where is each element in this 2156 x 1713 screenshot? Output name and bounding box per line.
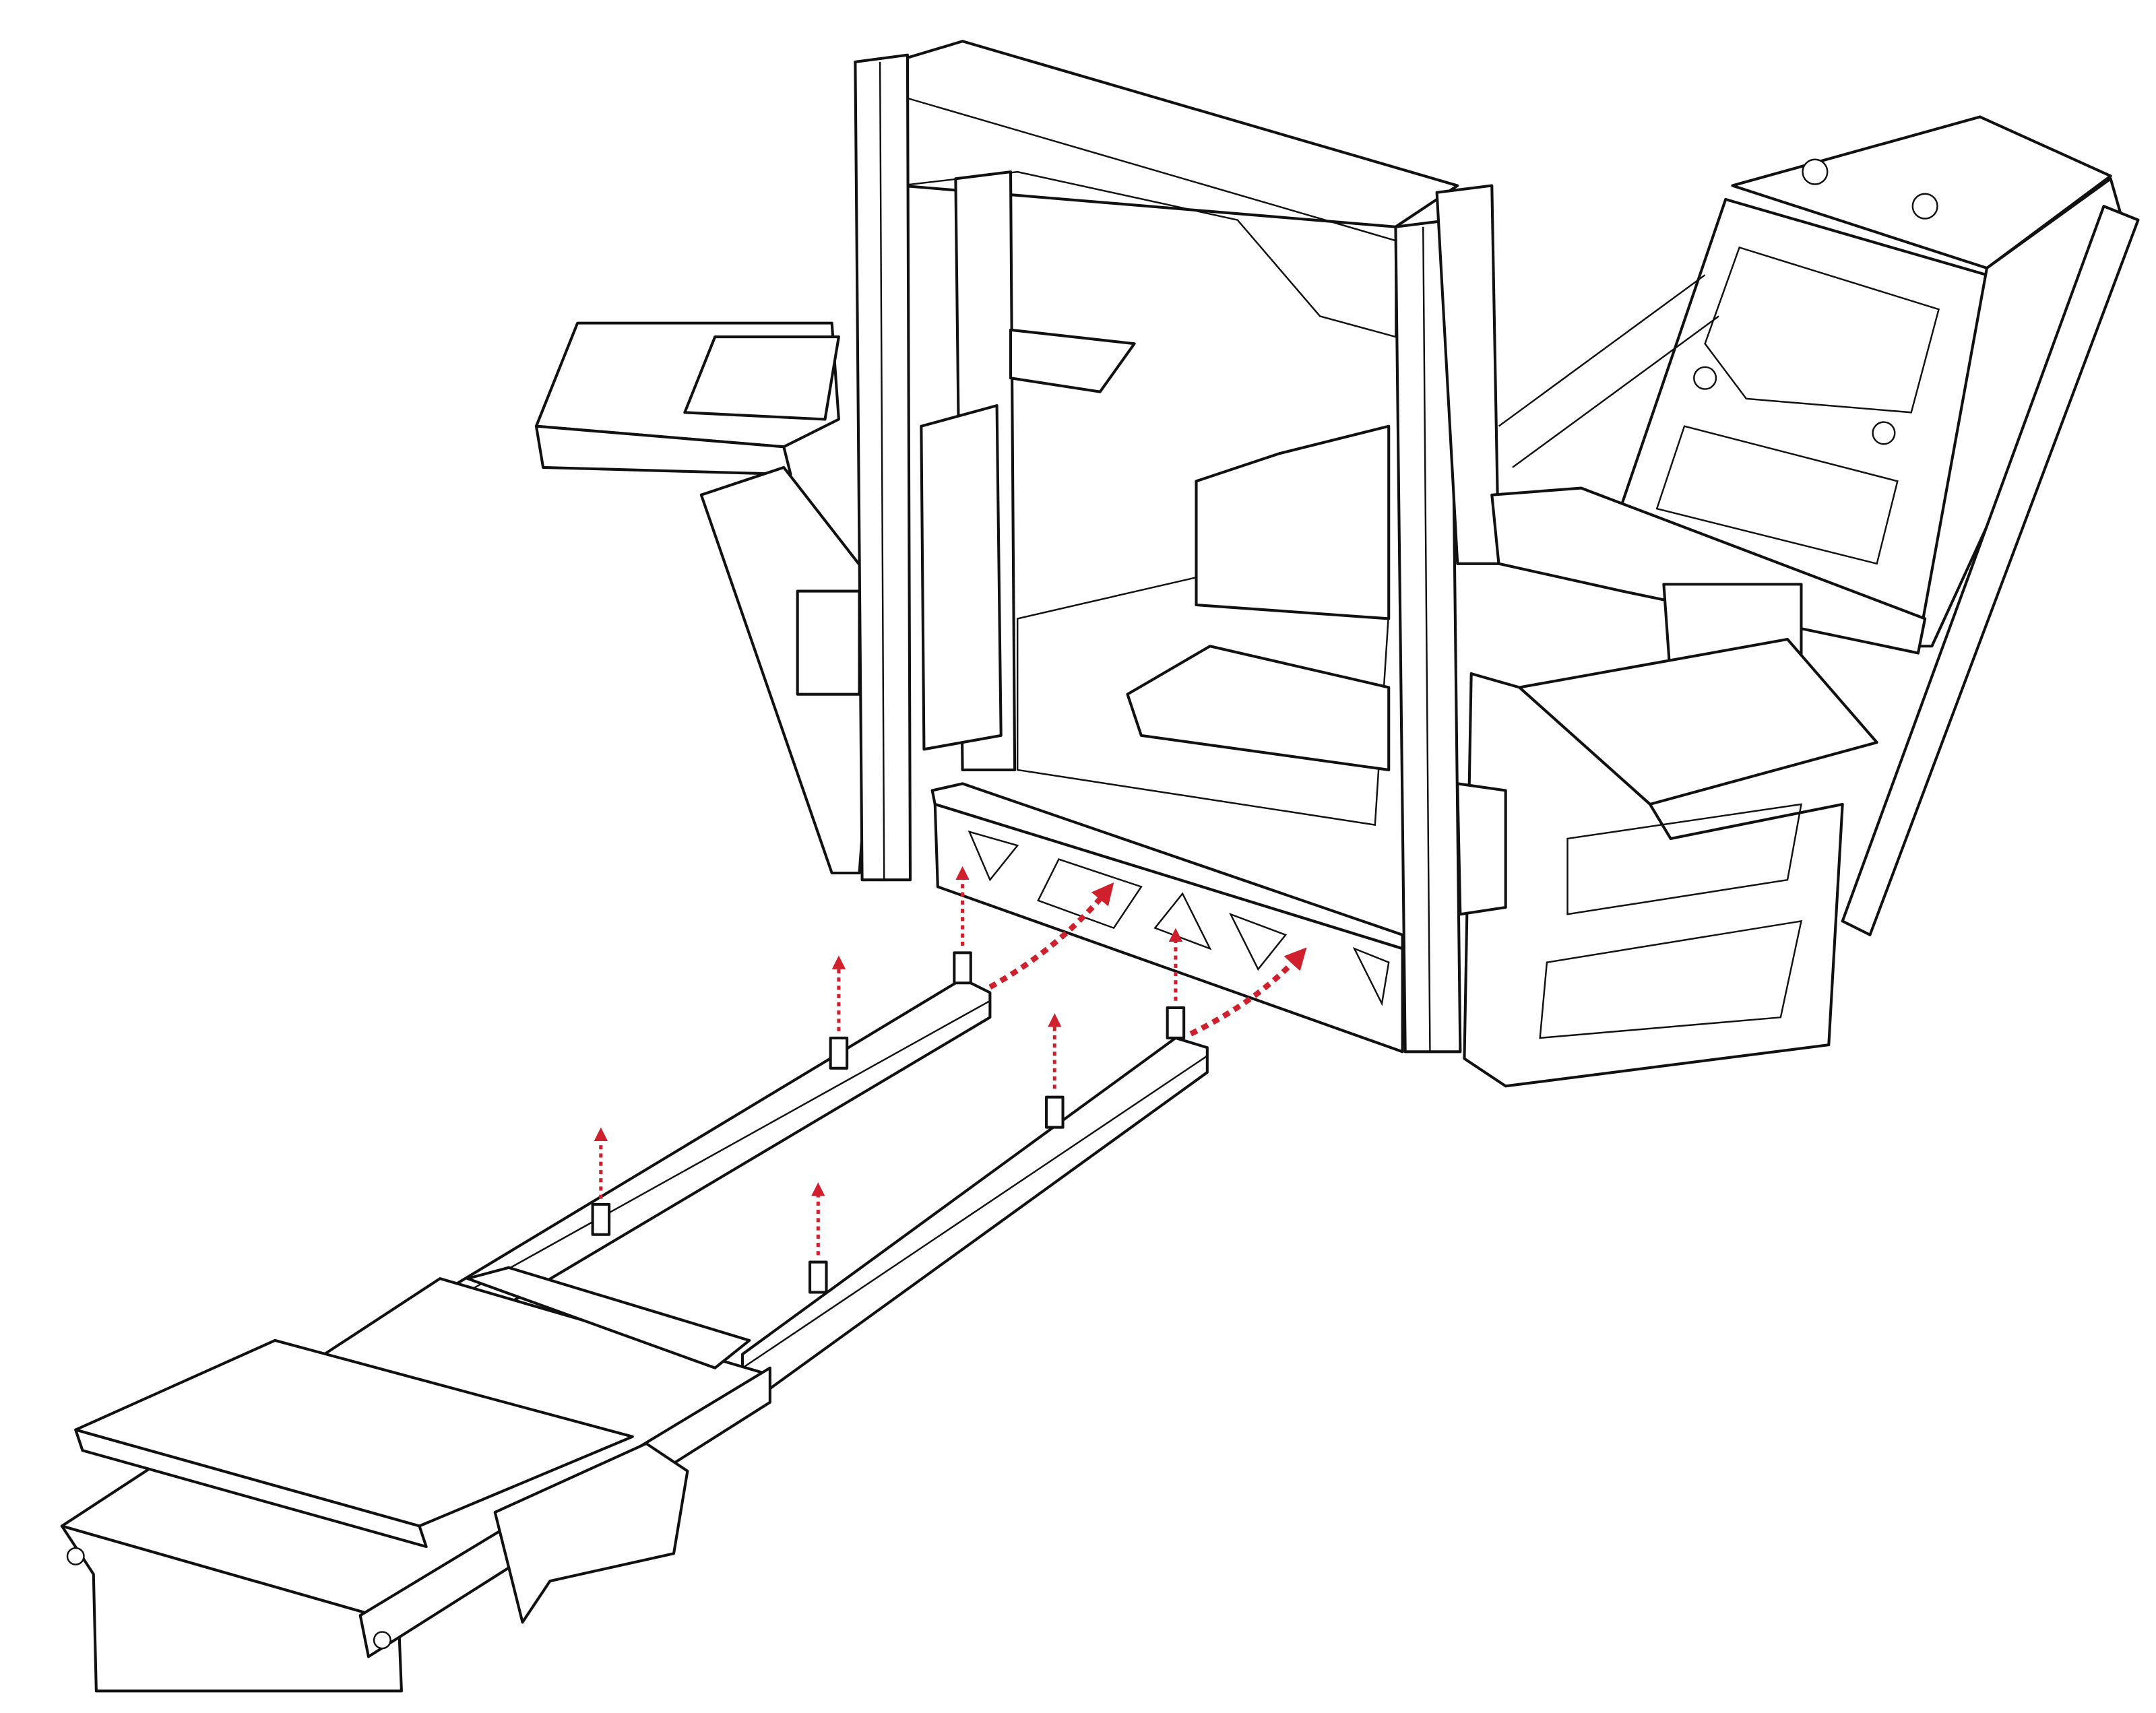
standoff <box>808 1260 828 1294</box>
standoff <box>829 1036 849 1070</box>
standoff <box>1166 1006 1186 1039</box>
pedal-slider <box>60 1266 771 1693</box>
left-mount-plate <box>534 321 882 875</box>
standoff <box>591 1202 611 1236</box>
seat-side-bracket <box>1456 637 1878 1088</box>
seat-frame <box>1498 115 2140 936</box>
standoff <box>953 951 972 985</box>
assembly-arrows <box>594 866 1307 1256</box>
standoff <box>1045 1095 1065 1129</box>
arrow-insert <box>988 882 1114 990</box>
main-frame <box>854 40 1927 1054</box>
arrow-insert <box>1189 947 1307 1037</box>
standoff-bolts <box>591 951 1186 1294</box>
